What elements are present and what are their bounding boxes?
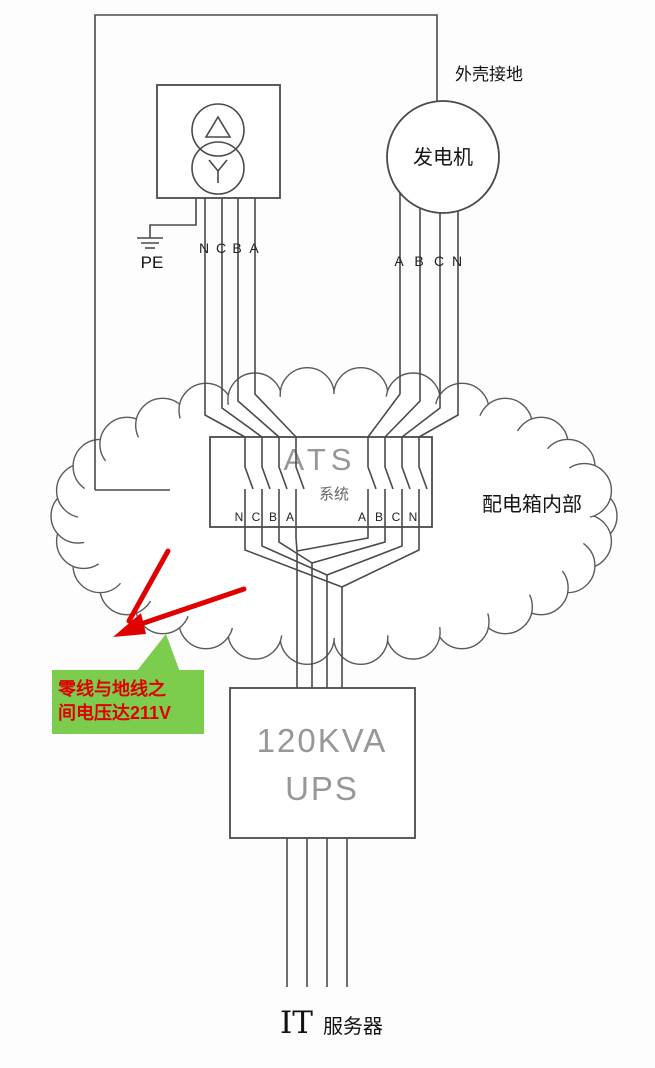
generator-feed-wires [367, 193, 459, 438]
shell-ground-wire [94, 14, 438, 490]
phase-label: B [269, 510, 277, 524]
phase-label: C [252, 510, 261, 524]
footer-server-text: 服务器 [323, 1015, 383, 1038]
voltage-callout: 零线与地线之 间电压达211V [52, 634, 204, 734]
transformer-secondary-winding [191, 141, 245, 195]
phase-label: N [409, 510, 418, 524]
arrow-head-icon [113, 613, 146, 637]
callout-line2: 间电压达211V [58, 702, 171, 723]
transformer-primary-winding [191, 103, 245, 157]
generator-label: 发电机 [413, 146, 473, 169]
shell-ground-label: 外壳接地 [455, 65, 523, 84]
ups-label: UPS [285, 770, 359, 807]
cloud-label: 配电箱内部 [482, 493, 582, 516]
callout-pointer [136, 634, 180, 672]
ats-right-phase-labels: A B C N [358, 510, 417, 524]
phase-label: B [375, 510, 383, 524]
wye-symbol [208, 159, 228, 183]
generator-phase-labels: A B C N [394, 253, 462, 269]
phase-label: A [394, 253, 404, 269]
callout-bubble [52, 670, 204, 734]
phase-label: N [452, 253, 462, 269]
ats-box [209, 436, 433, 528]
ups-rating: 120KVA [257, 722, 388, 759]
ats-output-wires [244, 527, 420, 688]
phase-label: B [414, 253, 423, 269]
phase-label: C [434, 253, 444, 269]
phase-label: B [232, 240, 241, 256]
phase-label: N [235, 510, 244, 524]
phase-label: N [199, 240, 209, 256]
transformer-symbol [156, 84, 281, 199]
ats-left-phase-labels: N C B A [235, 510, 294, 524]
pe-label: PE [141, 253, 164, 272]
transformer-feed-wires [204, 198, 297, 438]
callout-line1: 零线与地线之 [57, 678, 166, 699]
phase-label: C [216, 240, 226, 256]
ups-box [229, 687, 416, 839]
phase-label: C [392, 510, 401, 524]
ups-output-wires [286, 838, 348, 987]
footer-it-text: IT [280, 1005, 313, 1041]
transformer-phase-labels: N C B A [199, 240, 259, 256]
phase-label: A [249, 240, 259, 256]
ats-subtitle: 系统 [319, 486, 349, 503]
pe-ground-symbol [137, 198, 197, 249]
phase-label: A [286, 510, 294, 524]
arrow-line-short [126, 548, 171, 624]
ats-contacts [244, 437, 428, 527]
annotation-arrows [113, 548, 247, 637]
phase-label: A [358, 510, 366, 524]
arrow-line-long [129, 586, 247, 630]
it-server-label: IT 服务器 [280, 1005, 383, 1041]
generator-circle [386, 100, 500, 214]
delta-symbol [204, 115, 232, 138]
ats-title: ATS [284, 442, 357, 477]
